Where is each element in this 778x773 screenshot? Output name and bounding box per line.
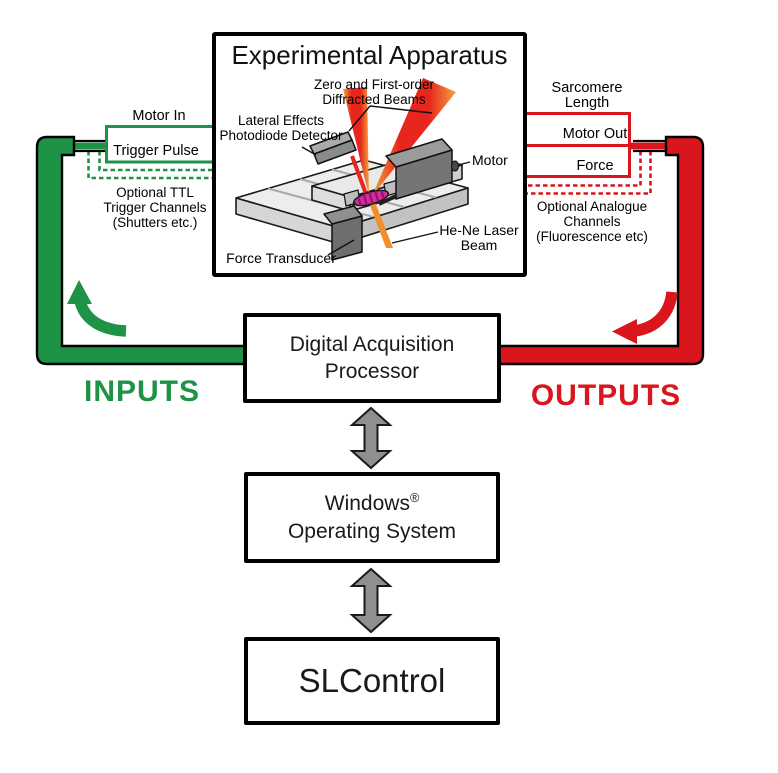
outputs-curved-arrow-icon (612, 291, 678, 344)
motor-label: Motor (472, 152, 508, 168)
leader-lines (301, 105, 471, 256)
incident-laser-beam (368, 200, 393, 248)
devices (309, 131, 459, 261)
slcontrol-label: SLControl (298, 661, 446, 699)
optional-ttl-line-2 (87, 151, 216, 180)
digital-acquisition-processor-box: Digital Acquisition Processor (243, 313, 501, 403)
photodiode-label: Lateral Effects Photodiode Detector (219, 113, 343, 143)
input-stub (70, 142, 107, 150)
output-stub (631, 142, 668, 150)
force-transducer-device (323, 201, 363, 261)
motor-device (378, 138, 459, 206)
apparatus-illustration (235, 78, 471, 261)
slcontrol-box: SLControl (244, 637, 500, 725)
inputs-heading: INPUTS (83, 375, 200, 408)
optional-analogue-label: Optional Analogue Channels (Fluorescence… (536, 199, 648, 245)
optional-analogue-line-2 (523, 151, 652, 195)
laser-label: He-Ne Laser Beam (439, 222, 519, 254)
experimental-apparatus-box: Experimental Apparatus (212, 32, 527, 277)
optional-ttl-label: Optional TTL Trigger Channels (Shutters … (103, 185, 207, 231)
optional-ttl-lines (87, 151, 216, 180)
detector-beam (350, 155, 368, 195)
sarcomere-length-label: Sarcomere Length (551, 80, 623, 111)
os-slcontrol-arrow-icon (349, 567, 393, 634)
diffracted-beams-label: Zero and First-order Diffracted Beams (313, 77, 435, 107)
registered-mark: ® (409, 491, 420, 506)
sample-assembly (343, 179, 401, 207)
photodiode-detector (309, 131, 357, 165)
output-stub-outline (633, 139, 666, 153)
optional-ttl-line-1 (98, 151, 216, 172)
motor-in-label: Motor In (132, 108, 186, 124)
input-stub-outline (72, 139, 105, 153)
output-signal-lines (523, 112, 632, 178)
inputs-curved-arrow-icon (67, 280, 127, 337)
first-order-beam (372, 78, 456, 196)
force-transducer-label: Force Transducer (226, 250, 336, 266)
force-label: Force (576, 158, 614, 174)
motor-out-label: Motor Out (562, 126, 628, 142)
optional-analogue-lines (523, 151, 652, 195)
dap-os-arrow-icon (349, 406, 393, 470)
outputs-heading: OUTPUTS (530, 379, 682, 412)
optional-analogue-line-1 (523, 151, 642, 187)
operating-system-box: Windows® Operating System (244, 472, 500, 563)
trigger-pulse-label: Trigger Pulse (113, 143, 199, 159)
apparatus-title: Experimental Apparatus (231, 40, 508, 70)
